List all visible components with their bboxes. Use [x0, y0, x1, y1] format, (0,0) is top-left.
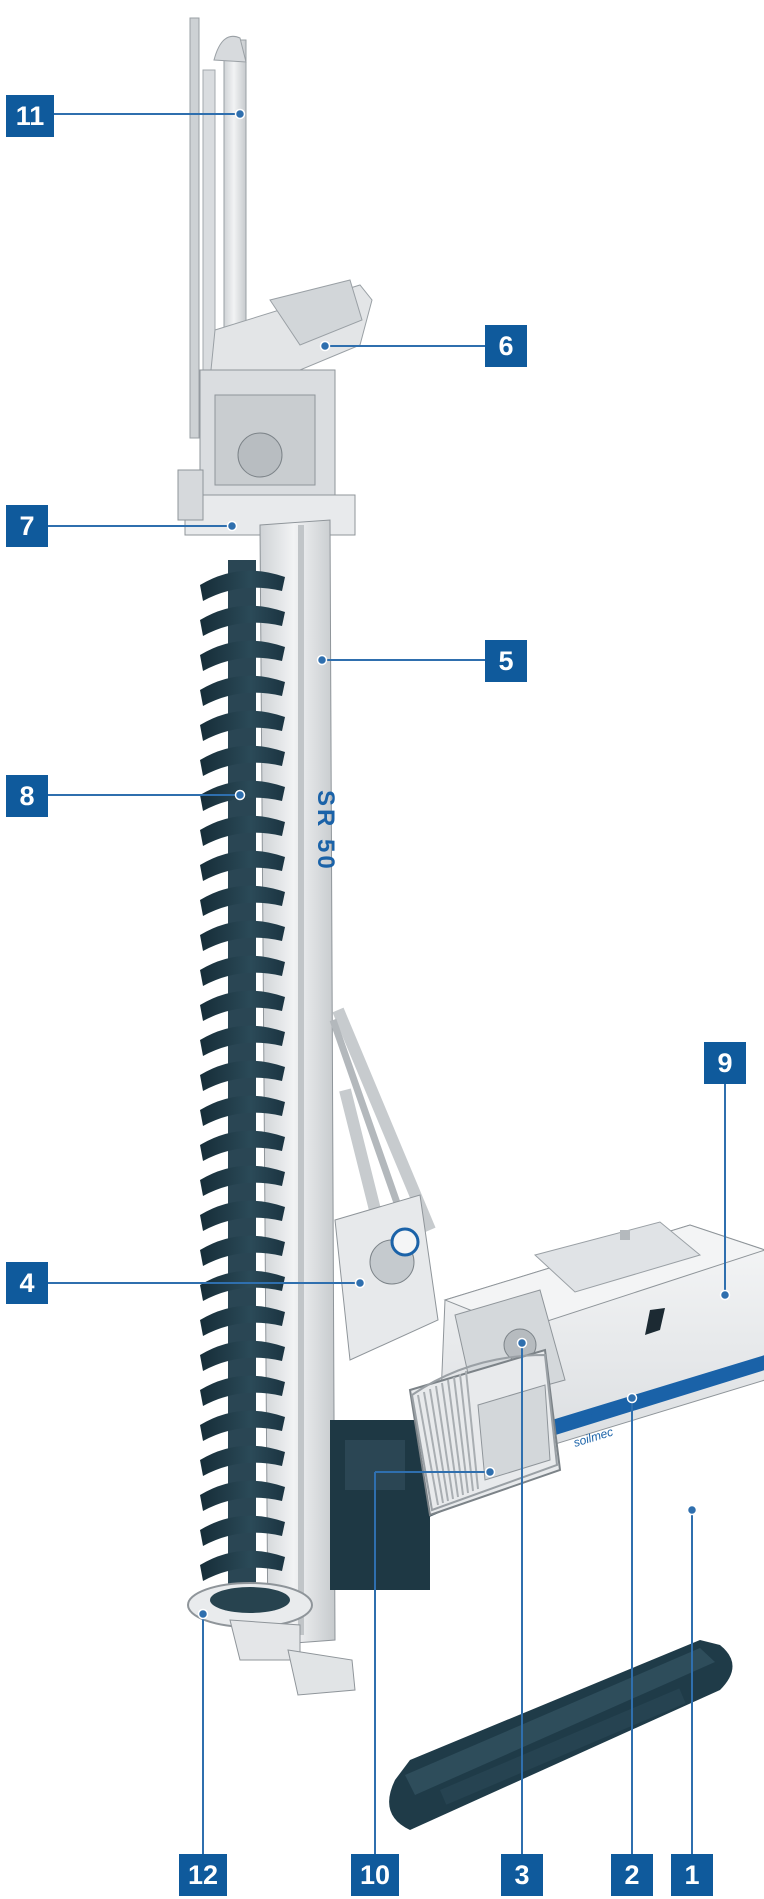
mast-marking: SR 50 [312, 790, 339, 872]
auger-flight [200, 1410, 285, 1441]
auger-flight [200, 1235, 285, 1266]
grille-bar [417, 1394, 439, 1506]
auger-flight [200, 640, 285, 671]
auger-flight [200, 815, 285, 846]
auger-flight [200, 1270, 285, 1301]
auger-flight [200, 1200, 285, 1231]
callout-6: 6 [485, 325, 527, 367]
auger-flight [200, 850, 285, 881]
callout-4: 4 [6, 1262, 48, 1304]
auger-flight [200, 885, 285, 916]
dot-3 [516, 1337, 528, 1349]
callout-3: 3 [501, 1854, 543, 1896]
callout-11: 11 [6, 95, 54, 137]
auger-flight [200, 1025, 285, 1056]
auger-flight [200, 570, 285, 601]
callout-2: 2 [611, 1854, 653, 1896]
auger-flight [200, 605, 285, 636]
auger-flight [200, 745, 285, 776]
grille-bar [435, 1385, 454, 1500]
undercarriage [330, 1420, 430, 1590]
auger-flight [200, 1095, 285, 1126]
auger-flight [200, 1480, 285, 1511]
callout-9: 9 [704, 1042, 746, 1084]
callout-12: 12 [179, 1854, 227, 1896]
auger-flights [200, 570, 285, 1581]
auger-flight [200, 1445, 285, 1476]
callout-5: 5 [485, 640, 527, 682]
dot-10 [484, 1466, 496, 1478]
auger-guide [187, 1582, 356, 1696]
leader-lines [48, 113, 726, 1854]
grille-bar [441, 1382, 459, 1498]
auger-flight [200, 1060, 285, 1091]
dot-4 [354, 1277, 366, 1289]
auger-flight [200, 675, 285, 706]
grille-bar [453, 1376, 469, 1494]
auger-flight [200, 955, 285, 986]
leader-dots [197, 108, 731, 1620]
dot-9 [719, 1289, 731, 1301]
kinematic-block [334, 1194, 439, 1361]
callout-8: 8 [6, 775, 48, 817]
dot-7 [226, 520, 238, 532]
auger-flight [200, 1550, 285, 1581]
grille-bar [465, 1370, 479, 1490]
dot-11 [234, 108, 246, 120]
auger-flight [200, 1375, 285, 1406]
grille-bar [447, 1379, 464, 1496]
auger-flight [200, 990, 285, 1021]
dot-2 [626, 1392, 638, 1404]
auger-flight [200, 1305, 285, 1336]
dot-6 [319, 340, 331, 352]
dot-8 [234, 789, 246, 801]
auger-flight [200, 1515, 285, 1546]
mast: SR 50 [259, 519, 339, 1646]
front-crawler-track [389, 1640, 733, 1830]
grille-bar [429, 1388, 449, 1502]
dot-12 [197, 1608, 209, 1620]
auger-flight [200, 710, 285, 741]
dot-5 [316, 654, 328, 666]
auger-flight [200, 1340, 285, 1371]
auger-flight [200, 920, 285, 951]
auger-flight [200, 1165, 285, 1196]
auger-flight [200, 1130, 285, 1161]
callout-7: 7 [6, 505, 48, 547]
dot-1 [686, 1504, 698, 1516]
auger [200, 560, 285, 1600]
operator-cab [408, 1348, 562, 1517]
callout-1: 1 [671, 1854, 713, 1896]
grille-bar [423, 1391, 444, 1504]
callout-10: 10 [351, 1854, 399, 1896]
